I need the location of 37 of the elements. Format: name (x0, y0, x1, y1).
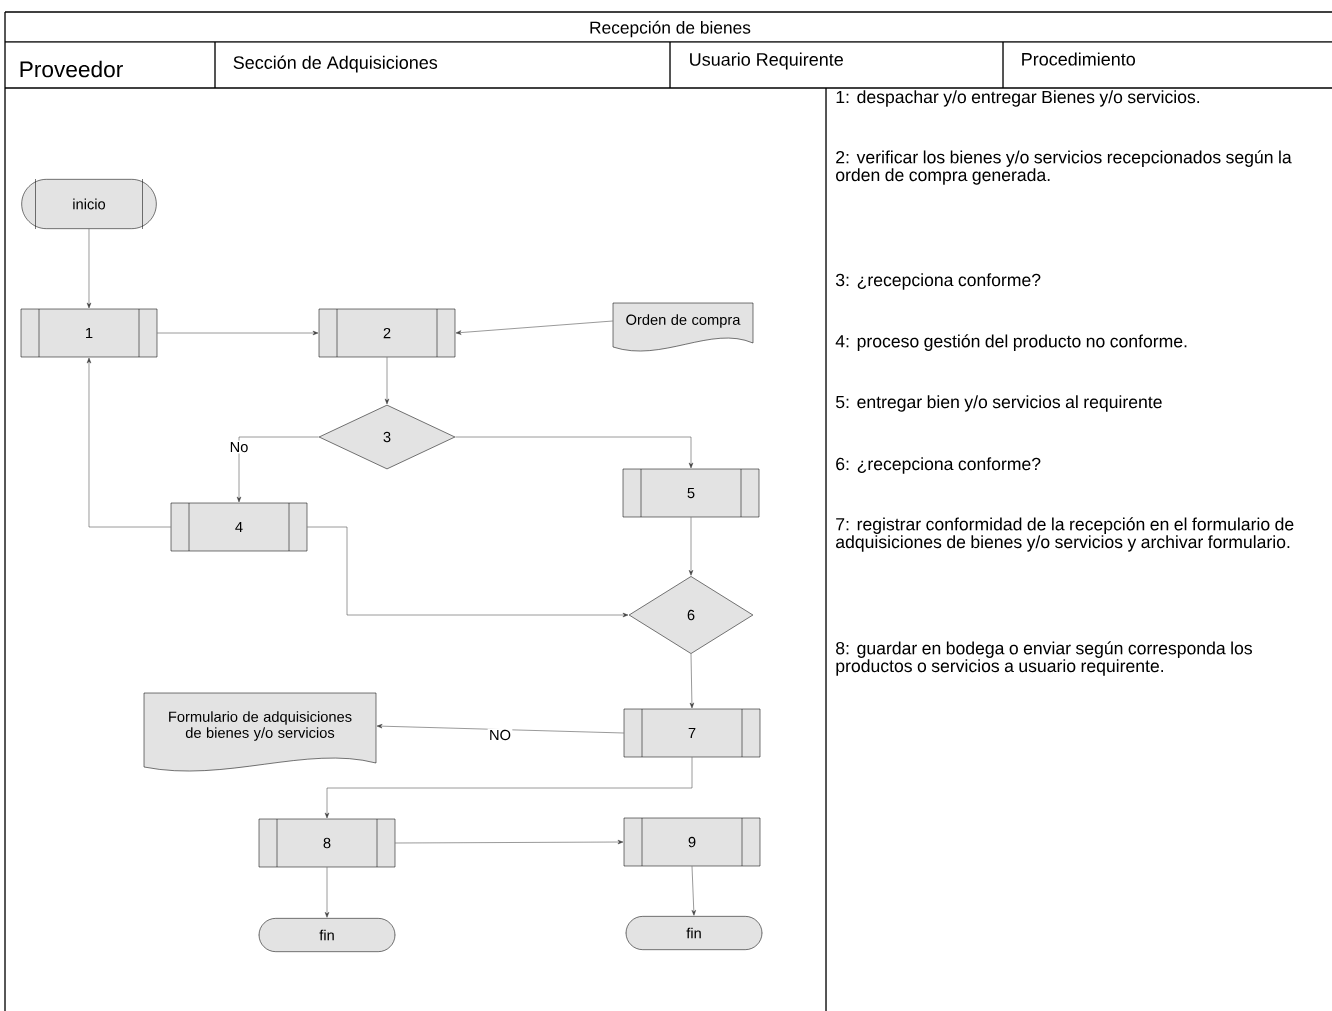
arrow (691, 866, 696, 916)
edge-label: NO (487, 728, 513, 742)
column-header: Sección de Adquisiciones (233, 55, 438, 73)
procedure-step: 8: guardar en bodega o enviar según corresponda los productos o servicios a usuario requirente. (836, 641, 1252, 676)
process-box: 9 (623, 817, 761, 867)
process-box: 7 (623, 708, 761, 758)
procedure-step: 6: ¿recepciona conforme? (836, 457, 1041, 474)
process-box: 5 (622, 468, 760, 518)
arrow (395, 839, 624, 845)
column-header: Proveedor (20, 60, 123, 78)
arrow (324, 757, 693, 819)
procedure-step: 7: registrar conformidad de la recepción en el formulario de adquisiciones de bienes y/o servicios y archivar formulario. (836, 517, 1294, 552)
procedure-step: 5: entregar bien y/o servicios al requirente (836, 395, 1162, 412)
process-box: 4 (170, 502, 308, 552)
arrow (236, 436, 319, 503)
process-box: 8 (258, 818, 396, 868)
arrow (455, 320, 613, 335)
column-header: Usuario Requirente (690, 52, 843, 70)
procedure-step: 1: despachar y/o entregar Bienes y/o servicios. (836, 90, 1200, 107)
arrow (86, 357, 171, 528)
process-box: 2 (318, 308, 456, 358)
arrow (86, 228, 92, 309)
procedure-step: 2: verificar los bienes y/o servicios recepcionados según la orden de compra generada. (836, 150, 1292, 185)
arrow (384, 357, 390, 405)
edge-label: No (228, 440, 250, 454)
procedure-step: 4: proceso gestión del producto no conforme. (835, 334, 1187, 351)
arrow (157, 330, 319, 336)
column-header: Procedimiento (1022, 52, 1135, 66)
process-box: 1 (20, 308, 158, 358)
procedure-step: 3: ¿recepciona conforme? (835, 273, 1041, 290)
arrow (324, 867, 330, 918)
arrow (376, 724, 624, 734)
arrow (455, 436, 694, 469)
arrow (688, 517, 694, 576)
arrow (689, 653, 695, 709)
arrow (307, 526, 629, 618)
table-title: Recepción de bienes (590, 20, 751, 38)
